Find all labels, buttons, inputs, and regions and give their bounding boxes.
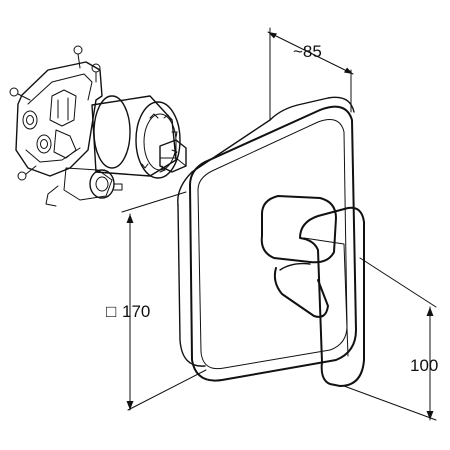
plate-extension-line-bottom bbox=[127, 369, 207, 411]
cartridge-housing-front bbox=[135, 101, 181, 179]
mounting-screw-bottom bbox=[17, 171, 27, 181]
lever-height-label: 100 bbox=[410, 356, 438, 375]
depth-dimension: ~85 bbox=[267, 27, 354, 121]
lever-handle bbox=[260, 195, 365, 387]
plate-size-symbol: □ bbox=[106, 302, 116, 321]
lever-front bbox=[299, 206, 365, 387]
concealed-valve-body bbox=[9, 45, 187, 207]
plate-size-dimension: □ 170 bbox=[106, 191, 207, 411]
plate-size-label: 170 bbox=[122, 302, 150, 321]
trim-plate-face bbox=[189, 105, 357, 382]
lever-extension-line-top bbox=[359, 257, 437, 308]
pipe-connection-lower bbox=[36, 134, 52, 154]
trim-plate bbox=[177, 96, 357, 382]
lever-extension-line-bottom bbox=[343, 385, 437, 421]
depth-dimension-line bbox=[267, 31, 354, 75]
depth-dimension-label: ~85 bbox=[293, 42, 322, 61]
mounting-screw-top bbox=[73, 45, 83, 55]
lever-height-dimension: 100 bbox=[343, 257, 438, 421]
mounting-screw-left bbox=[9, 87, 19, 97]
plate-extension-line-top bbox=[121, 191, 187, 213]
pipe-connection-left bbox=[22, 110, 38, 130]
lever-hub bbox=[260, 195, 337, 264]
cartridge-housing-rear bbox=[93, 95, 131, 169]
